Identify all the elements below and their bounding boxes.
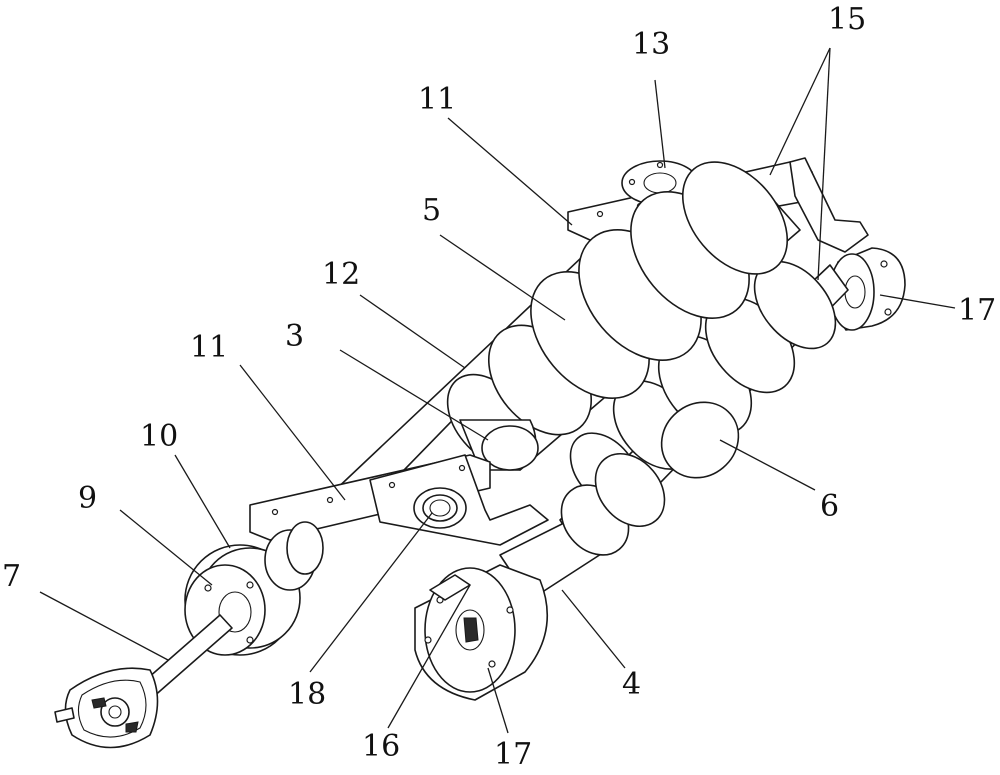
rear-bearing-housing-17 [829, 247, 906, 331]
leader-6 [719, 439, 816, 491]
leader-17-right [879, 294, 956, 309]
label-18: 18 [288, 677, 327, 712]
leader-11-top [447, 117, 573, 226]
label-12: 12 [322, 257, 361, 292]
leader-12 [359, 294, 466, 369]
leader-15a [769, 47, 831, 176]
label-13: 13 [632, 27, 671, 62]
leader-4 [561, 589, 626, 669]
leader-15b [817, 47, 831, 281]
label-3: 3 [285, 319, 305, 354]
label-17-right: 17 [958, 293, 997, 328]
label-16: 16 [362, 729, 401, 764]
leader-3 [339, 349, 489, 441]
label-5: 5 [422, 193, 442, 228]
leader-16 [387, 584, 471, 729]
leader-13 [654, 79, 666, 169]
label-11-top: 11 [418, 82, 457, 117]
label-11-mid: 11 [190, 330, 229, 365]
label-10: 10 [140, 419, 179, 454]
label-4: 4 [622, 667, 642, 702]
label-17-bottom: 17 [494, 737, 533, 772]
leader-11-mid [239, 364, 346, 501]
label-15: 15 [828, 2, 867, 37]
label-9: 9 [78, 481, 98, 516]
leader-7 [39, 591, 169, 661]
front-bearing-housing-17 [414, 564, 549, 701]
leader-17-bottom [487, 667, 509, 734]
leader-lines [39, 47, 956, 734]
lower-screw-shaft-4 [499, 452, 666, 601]
label-6: 6 [820, 489, 840, 524]
leader-9 [119, 509, 213, 586]
leader-10 [174, 454, 231, 549]
bearing-18 [413, 487, 467, 529]
leader-18 [309, 512, 433, 673]
leader-5 [439, 234, 566, 321]
label-7: 7 [2, 559, 22, 594]
motor-mount [54, 667, 159, 749]
